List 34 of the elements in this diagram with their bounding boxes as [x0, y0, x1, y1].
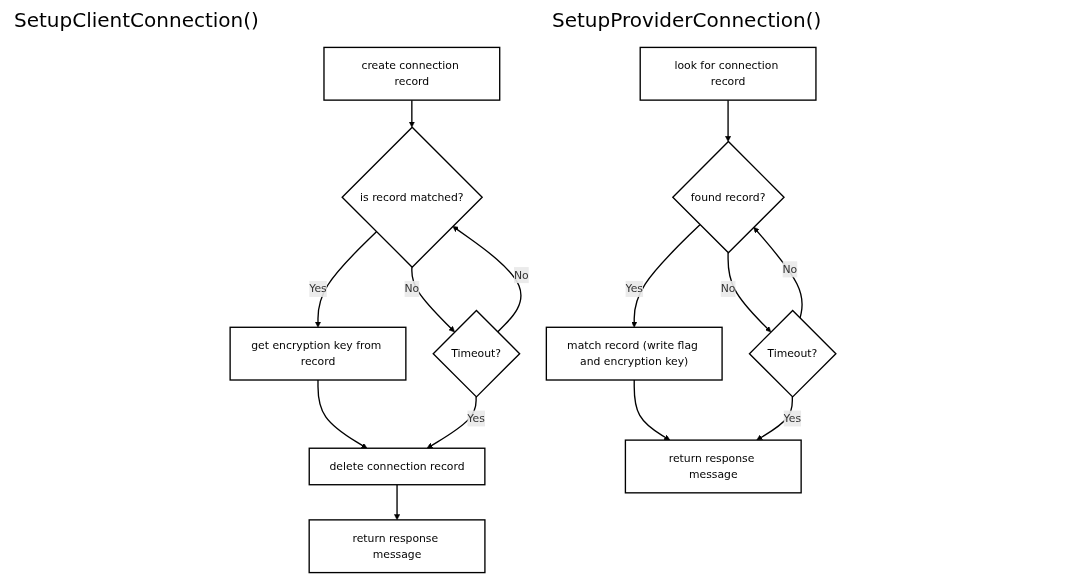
node-box: match record (write flag and encryption key): [545, 326, 723, 381]
edge-label: Yes: [309, 282, 327, 295]
node-diamond: found record?: [671, 140, 785, 254]
arrow: [426, 396, 477, 449]
arrow: [753, 226, 803, 319]
arrow: [408, 99, 415, 128]
node-diamond: is record matched?: [341, 126, 484, 269]
edge-label: No: [720, 282, 736, 295]
heading: SetupClientConnection(): [14, 8, 259, 32]
node-box: create connection record: [323, 46, 501, 101]
node-box: look for connection record: [639, 46, 817, 101]
node-box: get encryption key from record: [229, 326, 407, 381]
edge-label: Yes: [783, 411, 802, 425]
node-box: return response message: [308, 519, 486, 574]
arrow: [756, 396, 793, 441]
arrow: [633, 379, 671, 441]
arrow: [727, 252, 772, 333]
edge-label: No: [513, 268, 529, 282]
arrow: [394, 484, 400, 521]
edge-label: Yes: [625, 282, 643, 295]
arrow: [725, 99, 732, 142]
arrow: [317, 379, 368, 449]
arrow: [452, 226, 522, 333]
edge-label: No: [782, 262, 798, 276]
node-diamond: Timeout?: [432, 309, 521, 398]
heading: SetupProviderConnection(): [552, 8, 822, 32]
node-box: delete connection record: [308, 447, 486, 486]
arrow: [315, 231, 378, 328]
edge-label: No: [404, 282, 420, 295]
node-box: return response message: [624, 439, 802, 494]
arrow: [631, 223, 701, 328]
edge-label: Yes: [467, 411, 485, 425]
arrow: [411, 266, 455, 333]
node-diamond: Timeout?: [748, 309, 837, 398]
